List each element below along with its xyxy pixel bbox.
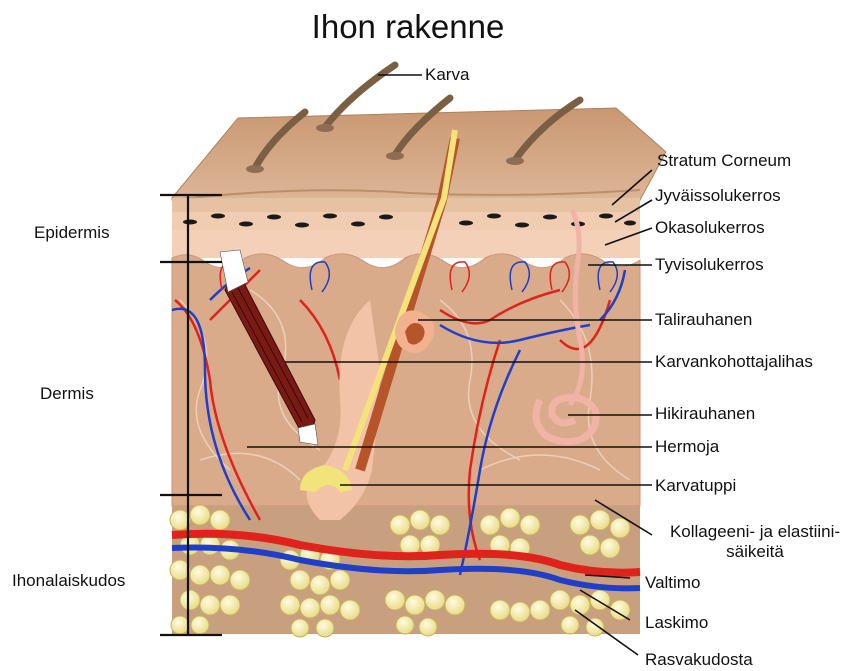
label-artery: Valtimo xyxy=(645,573,700,593)
label-epidermis: Epidermis xyxy=(34,223,110,243)
label-spinous-layer: Okasolukerros xyxy=(655,218,765,238)
muscle-tendon-bottom xyxy=(298,424,318,445)
label-collagen-elastin: Kollageeni- ja elastiini-säikeitä xyxy=(652,522,858,562)
label-stratum-corneum: Stratum Corneum xyxy=(657,151,791,171)
label-vein: Laskimo xyxy=(645,613,708,633)
label-sebaceous-gland: Talirauhanen xyxy=(655,310,752,330)
label-sweat-gland: Hikirauhanen xyxy=(655,404,755,424)
stratum-corneum-layer xyxy=(172,198,640,212)
spinous-layer xyxy=(172,230,640,258)
label-granular-layer: Jyväissolukerros xyxy=(655,186,781,206)
label-basal-layer: Tyvisolukerros xyxy=(655,255,764,275)
label-dermis: Dermis xyxy=(40,384,94,404)
label-fat-tissue: Rasvakudosta xyxy=(645,650,753,670)
label-nerves: Hermoja xyxy=(655,437,719,457)
label-hair: Karva xyxy=(425,65,469,85)
label-hair-follicle: Karvatuppi xyxy=(655,476,736,496)
label-arrector-pili: Karvankohottajalihas xyxy=(655,352,813,372)
label-subcutis: Ihonalaiskudos xyxy=(12,571,125,591)
granular-layer xyxy=(172,212,640,230)
